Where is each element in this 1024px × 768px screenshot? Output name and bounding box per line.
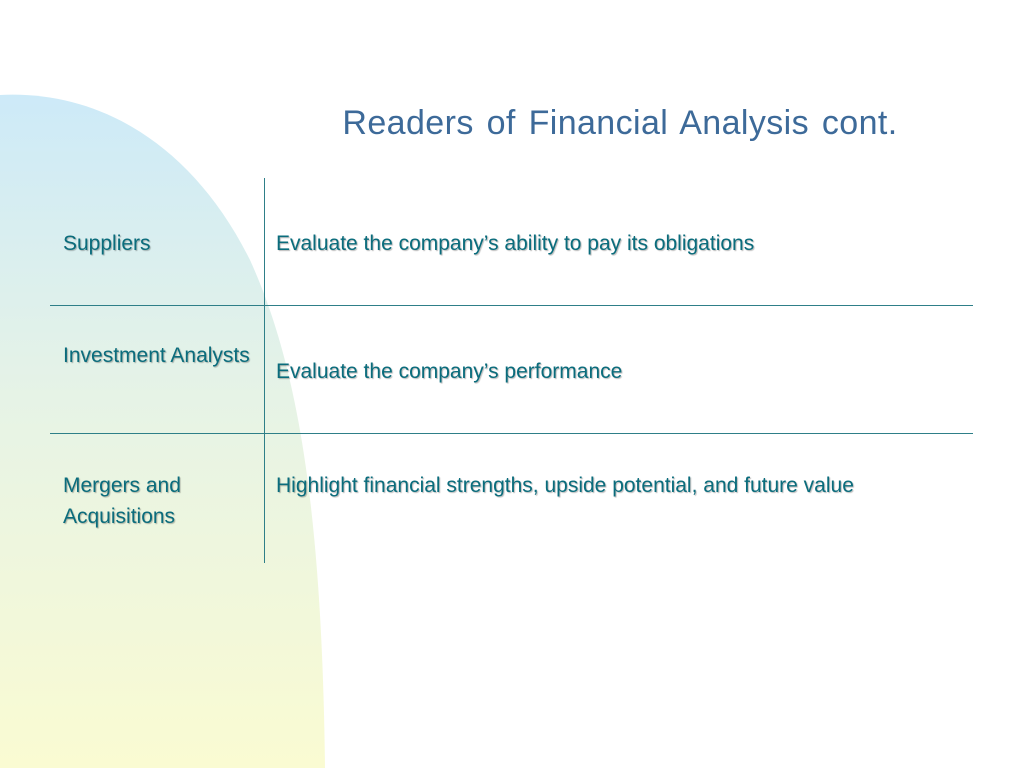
purpose-cell-suppliers: Evaluate the company’s ability to pay it… (276, 232, 755, 255)
table-row-divider (50, 433, 973, 434)
table-column-divider (264, 178, 265, 563)
purpose-cell-investment-analysts: Evaluate the company’s performance (276, 360, 623, 383)
reader-cell-mergers-acquisitions: Mergers and Acquisitions (63, 474, 181, 528)
slide-title: Readers of Financial Analysis cont. (342, 104, 898, 142)
table-row-divider (50, 305, 973, 306)
reader-cell-investment-analysts: Investment Analysts (63, 344, 250, 367)
reader-cell-suppliers: Suppliers (63, 232, 151, 255)
purpose-cell-mergers-acquisitions: Highlight financial strengths, upside po… (276, 474, 854, 497)
